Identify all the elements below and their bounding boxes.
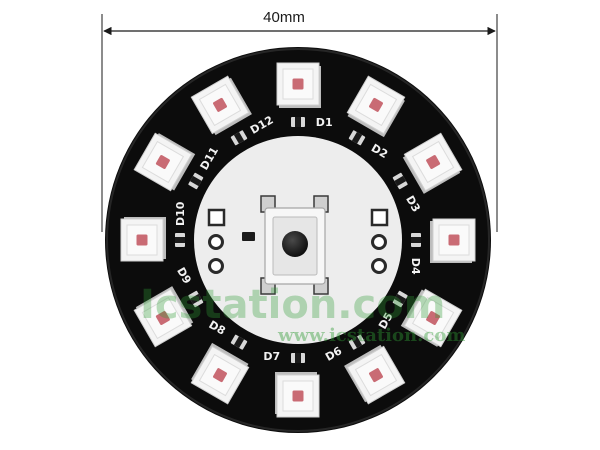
resistor-body xyxy=(295,353,301,363)
led-chip xyxy=(213,97,227,112)
led-11 xyxy=(133,132,196,192)
led-resistor xyxy=(392,172,408,190)
led-chip xyxy=(426,155,441,169)
resistor-body xyxy=(233,131,245,144)
led-label: D4 xyxy=(409,258,422,275)
led-5 xyxy=(400,288,463,348)
led-2 xyxy=(346,75,406,138)
resistor-body xyxy=(394,175,407,187)
right-header-pad xyxy=(371,234,387,250)
switch-button-cap xyxy=(282,231,308,257)
led-chip xyxy=(426,311,441,325)
led-chip xyxy=(448,234,460,246)
resistor-body xyxy=(175,237,185,243)
watermark: Icstation.com www.icstation.com xyxy=(140,282,465,346)
dimension-annotation: 40mm xyxy=(101,9,498,232)
led-6 xyxy=(344,344,406,405)
led-resistor xyxy=(230,130,248,146)
resistor-body xyxy=(351,336,363,349)
led-resistor xyxy=(348,130,366,146)
led-chip xyxy=(213,368,227,383)
tactile-switch xyxy=(260,195,329,295)
left-header-square-pad xyxy=(207,208,226,227)
led-resistor xyxy=(230,334,248,350)
led-resistor xyxy=(188,290,204,308)
watermark-url-text: www.icstation.com xyxy=(277,325,465,346)
right-header-pad xyxy=(371,258,387,274)
resistor-body xyxy=(295,117,301,127)
resistor-body xyxy=(189,175,202,187)
led-9 xyxy=(133,286,194,348)
smd-resistor xyxy=(242,232,255,241)
led-resistor xyxy=(411,233,421,247)
right-header-square-pad xyxy=(370,208,389,227)
led-3 xyxy=(402,132,463,194)
led-label: D1 xyxy=(316,116,333,129)
led-chip xyxy=(292,78,304,90)
led-resistor xyxy=(175,233,185,247)
board-highlight xyxy=(106,48,490,432)
led-resistor xyxy=(291,117,305,127)
watermark-brand-text: Icstation.com xyxy=(140,282,445,328)
left-header-pad xyxy=(208,258,224,274)
right-pin-header xyxy=(370,208,389,274)
resistor-body xyxy=(233,336,245,349)
led-chip xyxy=(136,234,148,246)
led-chip xyxy=(369,97,383,112)
led-8 xyxy=(190,342,250,405)
led-chip xyxy=(155,311,170,325)
led-12 xyxy=(190,75,252,136)
led-7 xyxy=(275,372,320,418)
resistor-body xyxy=(394,293,407,305)
left-pin-header xyxy=(207,208,226,274)
led-label: D10 xyxy=(174,201,187,226)
resistor-body xyxy=(351,131,363,144)
resistor-body xyxy=(411,237,421,243)
dimension-label: 40mm xyxy=(263,9,305,26)
led-chip xyxy=(292,390,304,402)
left-header-pad xyxy=(208,234,224,250)
led-resistor xyxy=(392,290,408,308)
led-4 xyxy=(430,218,476,263)
led-resistor xyxy=(291,353,305,363)
led-1 xyxy=(276,62,321,108)
led-chip xyxy=(369,368,383,383)
resistor-body xyxy=(189,293,202,305)
led-chip xyxy=(155,155,170,169)
led-10 xyxy=(120,217,166,262)
led-resistor xyxy=(348,334,366,350)
led-label: D7 xyxy=(263,350,280,363)
led-resistor xyxy=(188,172,204,190)
